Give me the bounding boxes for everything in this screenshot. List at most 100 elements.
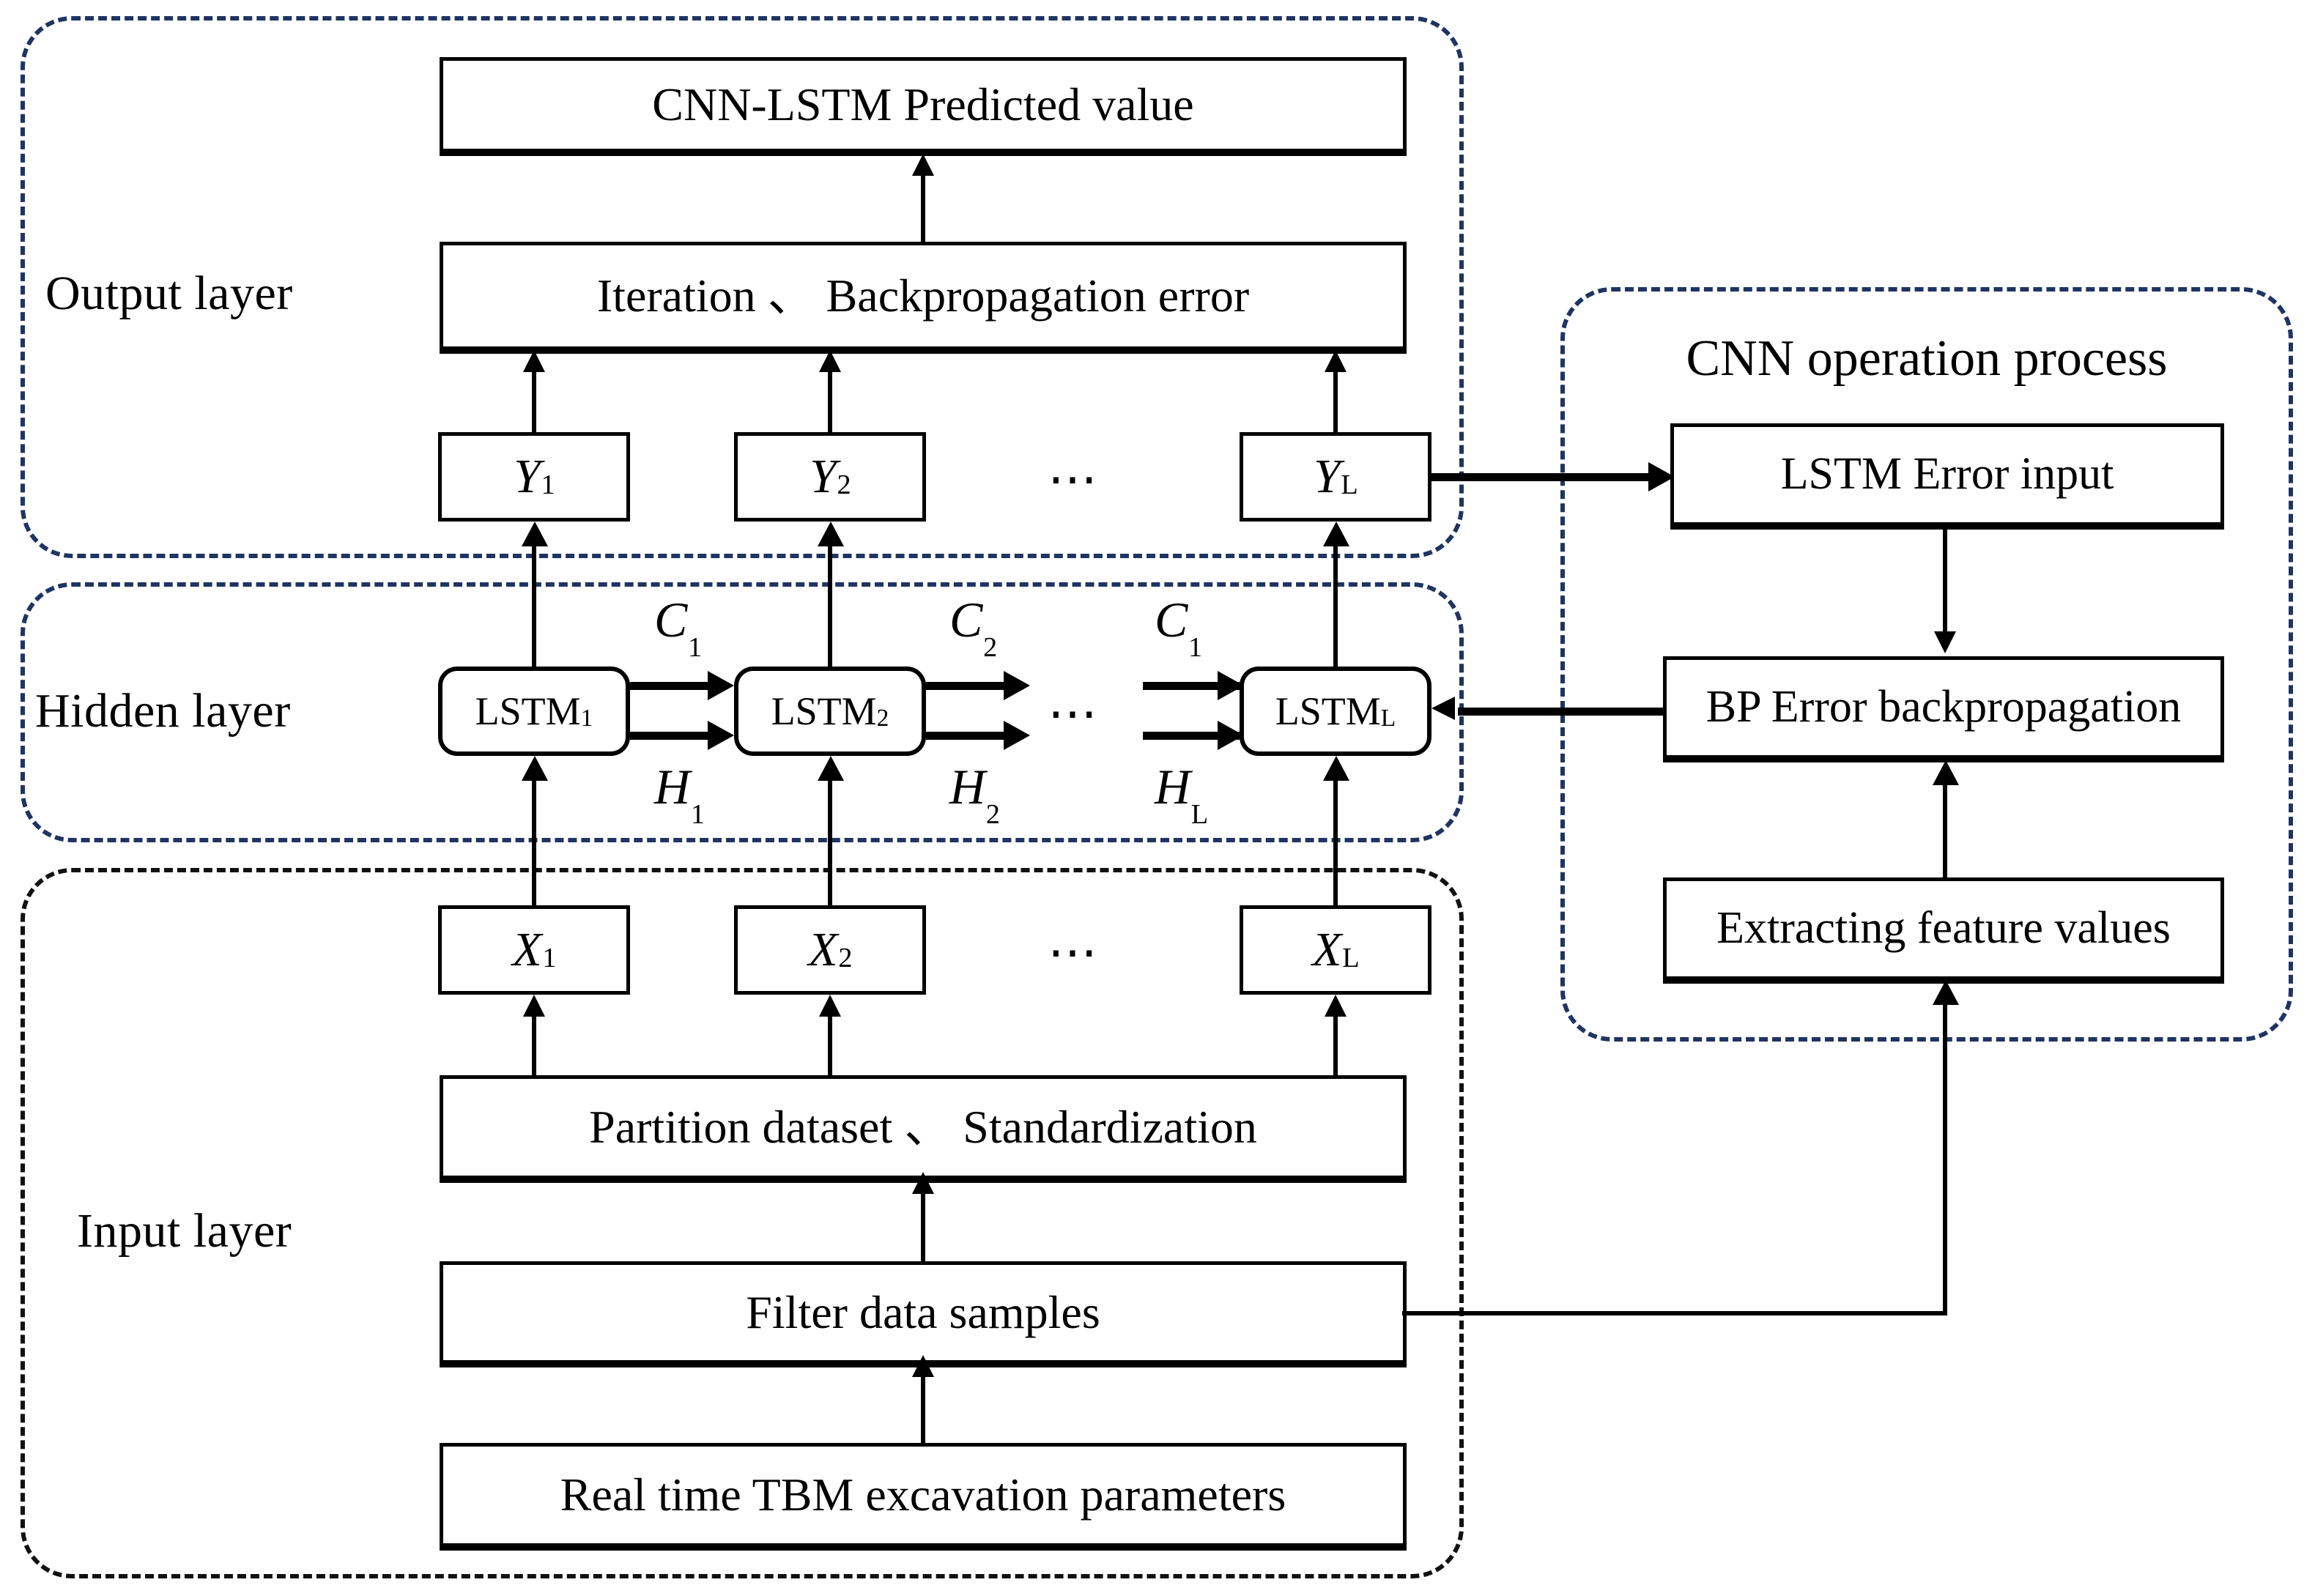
box-real-time-tbm-excavation-parameters[interactable]: Real time TBM excavation parameters bbox=[440, 1443, 1407, 1547]
connector-partition-to-x2 bbox=[828, 1003, 832, 1077]
edge-label-h2-sub: 2 bbox=[985, 798, 1000, 830]
box-cnn-lstm-predicted-value[interactable]: CNN-LSTM Predicted value bbox=[440, 57, 1407, 152]
arrowhead-x1-to-lstm1 bbox=[522, 756, 548, 781]
arrowhead-partition-to-x2 bbox=[819, 995, 841, 1017]
ellipsis-x-row: ⋯ bbox=[1048, 924, 1105, 980]
cell-xl-label: X bbox=[1312, 923, 1342, 976]
cell-x1-sub: 1 bbox=[542, 943, 557, 974]
connector-filter-to-partition bbox=[921, 1181, 925, 1263]
arrowhead-tbm-to-filter bbox=[912, 1355, 934, 1377]
connector-partition-to-xl bbox=[1333, 1003, 1338, 1077]
edge-label-h1-sub: 1 bbox=[690, 798, 705, 830]
edge-label-h3-letter: H bbox=[1155, 759, 1191, 814]
edge-label-h1: H1 bbox=[654, 759, 705, 828]
arrowhead-filter-to-extracting bbox=[1933, 980, 1959, 1005]
arrowhead-c1-lstm1-lstm2 bbox=[708, 671, 734, 700]
region-output-layer bbox=[21, 16, 1464, 558]
arrowhead-cl-prev-lstml bbox=[1218, 671, 1244, 700]
label-output-layer: Output layer bbox=[45, 267, 293, 320]
arrowhead-c2-lstm2-next bbox=[1004, 671, 1030, 700]
connector-h1-lstm1-lstm2 bbox=[630, 732, 711, 740]
cell-yl-sub: L bbox=[1341, 469, 1358, 501]
connector-c1-lstm1-lstm2 bbox=[630, 682, 711, 690]
arrowhead-iteration-to-predicted bbox=[912, 154, 934, 176]
cell-lstm2-label: LSTM bbox=[771, 689, 877, 733]
cell-yl-label: Y bbox=[1313, 450, 1341, 503]
arrowhead-xl-to-lstml bbox=[1323, 756, 1349, 781]
connector-y2-to-iteration bbox=[828, 359, 832, 432]
edge-label-c2-letter: C bbox=[949, 592, 983, 647]
title-cnn-operation-process: CNN operation process bbox=[1686, 330, 2168, 387]
arrowhead-filter-to-partition bbox=[912, 1172, 934, 1194]
ellipsis-lstm-row: ⋯ bbox=[1048, 686, 1105, 741]
edge-label-h2: H2 bbox=[949, 759, 1000, 828]
connector-tbm-to-filter bbox=[921, 1364, 925, 1444]
edge-label-h3-sub: L bbox=[1190, 798, 1209, 830]
box-lstm-error-input[interactable]: LSTM Error input bbox=[1670, 423, 2224, 526]
box-bp-error-backpropagation[interactable]: BP Error backpropagation bbox=[1663, 656, 2224, 759]
arrowhead-lstml-to-yl bbox=[1323, 522, 1349, 546]
cell-y2-label: Y bbox=[810, 450, 837, 503]
connector-xl-to-lstml bbox=[1333, 780, 1338, 906]
edge-label-h2-letter: H bbox=[949, 759, 986, 814]
connector-partition-to-x1 bbox=[532, 1003, 536, 1077]
cell-lstm2-sub: 2 bbox=[876, 705, 889, 732]
arrowhead-lstm-error-to-bp bbox=[1934, 631, 1956, 653]
box-extracting-feature-values[interactable]: Extracting feature values bbox=[1663, 877, 2224, 980]
cell-xl-sub: L bbox=[1342, 943, 1360, 974]
edge-label-h1-letter: H bbox=[654, 759, 691, 814]
region-input-layer bbox=[21, 868, 1464, 1578]
edge-label-c3-letter: C bbox=[1155, 592, 1188, 647]
cell-lstm1-sub: 1 bbox=[580, 705, 593, 732]
label-input-layer: Input layer bbox=[77, 1204, 292, 1258]
cell-x2-sub: 2 bbox=[838, 943, 853, 974]
connector-iteration-to-predicted bbox=[921, 163, 925, 243]
region-cnn-operation-process bbox=[1560, 287, 2293, 1042]
connector-lstml-to-yl bbox=[1333, 546, 1338, 667]
cell-lstm1-label: LSTM bbox=[475, 689, 581, 733]
arrowhead-lstm2-to-y2 bbox=[818, 522, 844, 546]
edge-label-c3: C1 bbox=[1155, 592, 1202, 661]
arrowhead-y2-to-iteration bbox=[819, 350, 841, 372]
arrowhead-partition-to-xl bbox=[1325, 995, 1347, 1017]
arrowhead-h2-lstm2-next bbox=[1004, 721, 1030, 750]
connector-lstm2-to-y2 bbox=[828, 546, 832, 667]
cell-lstml-sub: L bbox=[1380, 705, 1396, 732]
edge-label-c1-letter: C bbox=[654, 592, 688, 647]
cell-y2-sub: 2 bbox=[837, 469, 851, 501]
connector-x1-to-lstm1 bbox=[532, 780, 536, 906]
arrowhead-extracting-to-bp bbox=[1933, 760, 1959, 785]
connector-lstm-error-to-bp bbox=[1943, 527, 1947, 631]
arrowhead-x2-to-lstm2 bbox=[818, 756, 844, 781]
edge-label-c1: C1 bbox=[654, 592, 702, 661]
edge-label-c2: C2 bbox=[949, 592, 997, 661]
connector-filter-to-extracting-vertical bbox=[1943, 1003, 1947, 1314]
cell-y1-sub: 1 bbox=[541, 469, 555, 501]
arrowhead-h1-lstm1-lstm2 bbox=[708, 721, 734, 750]
cell-x1-label: X bbox=[512, 923, 542, 976]
cell-x2-label: X bbox=[808, 923, 838, 976]
edge-label-c3-sub: 1 bbox=[1188, 631, 1203, 663]
box-filter-data-samples[interactable]: Filter data samples bbox=[440, 1261, 1407, 1364]
connector-extracting-to-bp bbox=[1943, 784, 1947, 879]
box-iteration-backpropagation-error[interactable]: Iteration 、 Backpropagation error bbox=[440, 242, 1407, 350]
box-partition-dataset-standardization[interactable]: Partition dataset 、 Standardization bbox=[440, 1075, 1407, 1179]
connector-c2-lstm2-next bbox=[926, 682, 1007, 690]
connector-y1-to-iteration bbox=[532, 359, 536, 432]
arrowhead-hl-prev-lstml bbox=[1218, 721, 1244, 750]
connector-x2-to-lstm2 bbox=[828, 780, 832, 906]
connector-lstm1-to-y1 bbox=[532, 546, 536, 667]
arrowhead-partition-to-x1 bbox=[523, 995, 545, 1017]
arrowhead-y1-to-iteration bbox=[523, 350, 545, 372]
label-hidden-layer: Hidden layer bbox=[35, 684, 291, 738]
